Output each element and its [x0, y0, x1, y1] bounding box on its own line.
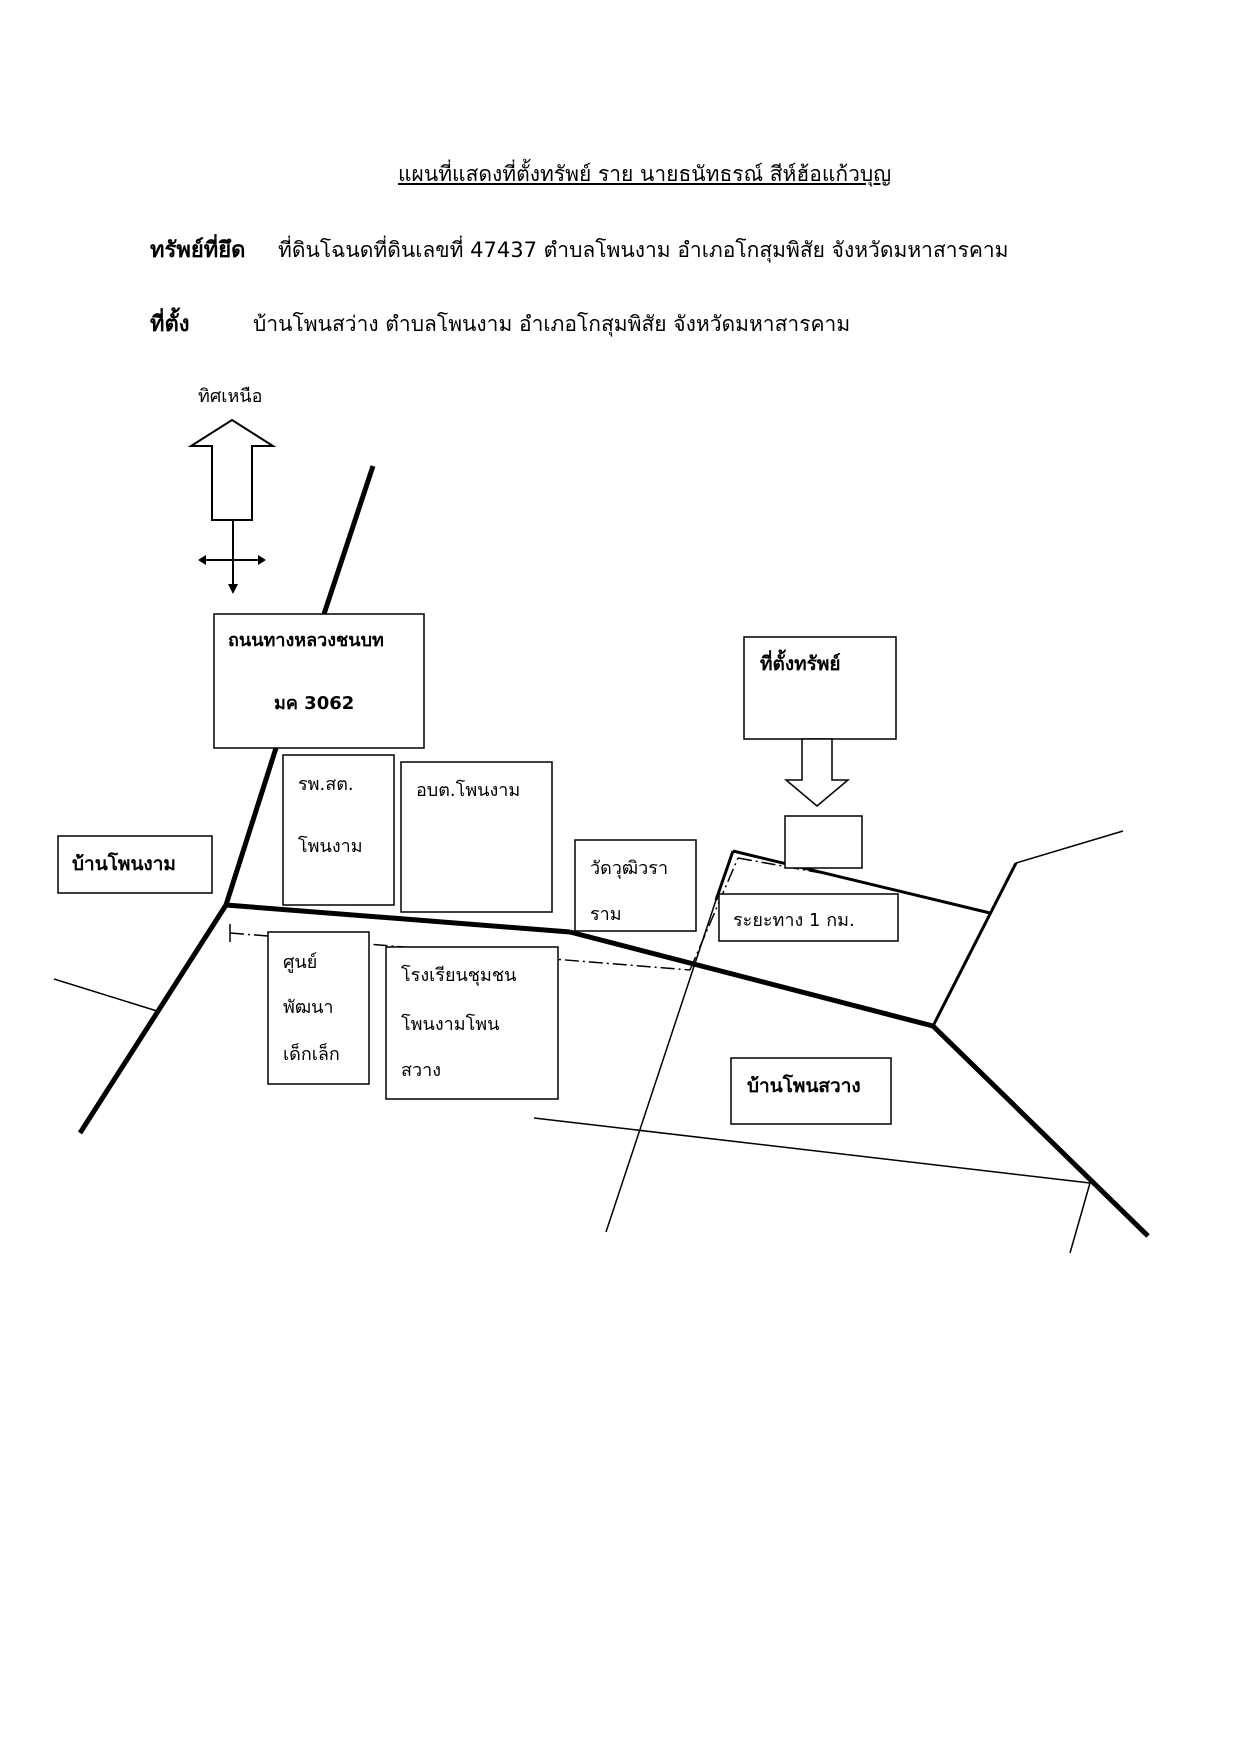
school-line3: สวาง — [401, 1060, 441, 1081]
property-arrow-icon — [783, 738, 851, 807]
property-label: ที่ตั้งทรัพย์ — [760, 649, 841, 675]
minor-roads — [53, 830, 1124, 1254]
ban-phon-sawang-label: บ้านโพนสวาง — [747, 1074, 861, 1097]
distance-label: ระยะทาง 1 กม. — [733, 910, 855, 931]
road-east-main-2 — [569, 929, 934, 1029]
road-north-lower — [223, 747, 279, 906]
health-center-line1: รพ.สต. — [298, 774, 354, 795]
asset-row: ทรัพย์ที่ยึด ที่ดินโฉนดที่ดินเลขที่ 47437… — [150, 232, 1009, 267]
temple-line1: วัดวุฒิวรา — [590, 858, 668, 879]
sao-box — [400, 761, 553, 913]
location-row: ที่ตั้ง บ้านโพนสว่าง ตำบลโพนงาม อำเภอโกสุ… — [150, 306, 850, 341]
distance-box — [718, 893, 899, 942]
asset-text: ที่ดินโฉนดที่ดินเลขที่ 47437 ตำบลโพนงาม … — [278, 238, 1009, 262]
road-east-main-1 — [225, 902, 571, 935]
child-center-line2: พัฒนา — [283, 997, 334, 1018]
ban-phon-sawang-box — [730, 1057, 892, 1125]
school-line1: โรงเรียนชุมชน — [401, 964, 516, 986]
ban-phon-ngam-label: บ้านโพนงาม — [72, 852, 176, 875]
property-parcel — [784, 815, 863, 869]
road-south-west — [77, 903, 229, 1135]
school-line2: โพนงามโพน — [401, 1013, 499, 1035]
road-south-east — [931, 1024, 1150, 1238]
page-title: แผนที่แสดงที่ตั้งทรัพย์ ราย นายธนัทธรณ์ … — [398, 162, 892, 186]
child-center-line1: ศูนย์ — [283, 952, 317, 973]
secondary-roads — [714, 849, 1018, 1027]
sao-label: อบต.โพนงาม — [416, 779, 520, 801]
health-center-line2: โพนงาม — [298, 835, 363, 857]
asset-label: ทรัพย์ที่ยึด — [150, 238, 246, 263]
north-label: ทิศเหนือ — [198, 386, 262, 407]
property-label-box — [743, 636, 897, 740]
main-roads — [77, 465, 1150, 1238]
ban-phon-ngam-box — [57, 835, 213, 894]
north-arrow-icon — [187, 418, 277, 594]
health-center-box — [282, 754, 395, 906]
road-label-line1: ถนนทางหลวงชนบท — [228, 630, 384, 651]
road-label-line2: มค 3062 — [274, 693, 354, 714]
school-box — [385, 946, 559, 1100]
temple-line2: ราม — [590, 904, 622, 925]
location-label: ที่ตั้ง — [150, 312, 190, 337]
child-center-box — [267, 931, 370, 1085]
road-label-box — [213, 613, 425, 749]
temple-box — [574, 839, 697, 932]
location-text: บ้านโพนสว่าง ตำบลโพนงาม อำเภอโกสุมพิสัย … — [253, 312, 851, 336]
road-north-upper — [321, 465, 376, 615]
child-center-line3: เด็กเล็ก — [283, 1042, 340, 1065]
